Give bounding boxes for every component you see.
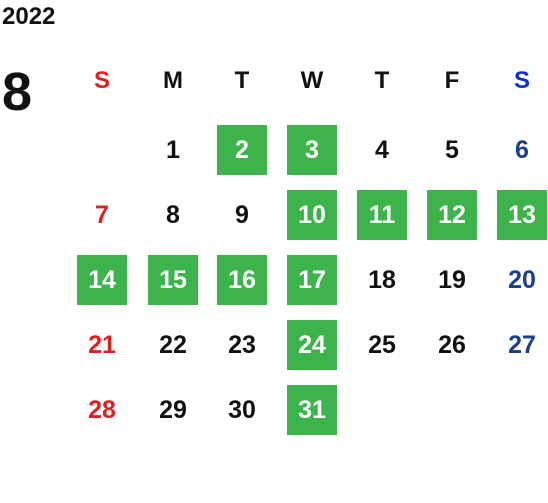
calendar-day[interactable]: 29 [159, 395, 187, 424]
calendar-day[interactable]: 4 [375, 135, 389, 164]
calendar-day[interactable]: 19 [438, 265, 466, 294]
weekday-header: M [163, 67, 183, 94]
weekday-header: T [234, 67, 250, 94]
calendar-day[interactable]: 7 [95, 200, 109, 229]
calendar-day[interactable]: 5 [445, 135, 459, 164]
weekday-header: W [300, 67, 324, 94]
year-label: 2022 [2, 3, 56, 30]
calendar-day[interactable]: 2 [217, 125, 267, 175]
calendar-day[interactable]: 13 [497, 190, 547, 240]
calendar-day[interactable]: 23 [228, 330, 256, 359]
calendar-day[interactable]: 10 [287, 190, 337, 240]
calendar-day[interactable]: 1 [166, 135, 180, 164]
calendar-day[interactable]: 17 [287, 255, 337, 305]
calendar-day[interactable]: 14 [77, 255, 127, 305]
calendar-day[interactable]: 27 [508, 330, 536, 359]
calendar-day[interactable]: 25 [368, 330, 396, 359]
calendar-day[interactable]: 9 [235, 200, 249, 229]
weekday-header: S [513, 67, 530, 94]
calendar-day[interactable]: 15 [148, 255, 198, 305]
calendar-day[interactable]: 18 [368, 265, 396, 294]
calendar-day[interactable]: 22 [159, 330, 187, 359]
calendar-day[interactable]: 8 [166, 200, 180, 229]
calendar-day[interactable]: 12 [427, 190, 477, 240]
calendar-day[interactable]: 30 [228, 395, 256, 424]
weekday-header: S [93, 67, 110, 94]
calendar-day[interactable]: 31 [287, 385, 337, 435]
weekday-header: F [444, 67, 460, 94]
calendar-day[interactable]: 24 [287, 320, 337, 370]
calendar-day[interactable]: 6 [515, 135, 529, 164]
calendar-day[interactable]: 26 [438, 330, 466, 359]
calendar-day[interactable]: 11 [357, 190, 407, 240]
calendar-day[interactable]: 3 [287, 125, 337, 175]
month-label: 8 [2, 62, 33, 122]
calendar-day[interactable]: 28 [88, 395, 116, 424]
weekday-header: T [374, 67, 390, 94]
calendar-day[interactable]: 21 [88, 330, 116, 359]
calendar-day[interactable]: 16 [217, 255, 267, 305]
calendar-day[interactable]: 20 [508, 265, 536, 294]
